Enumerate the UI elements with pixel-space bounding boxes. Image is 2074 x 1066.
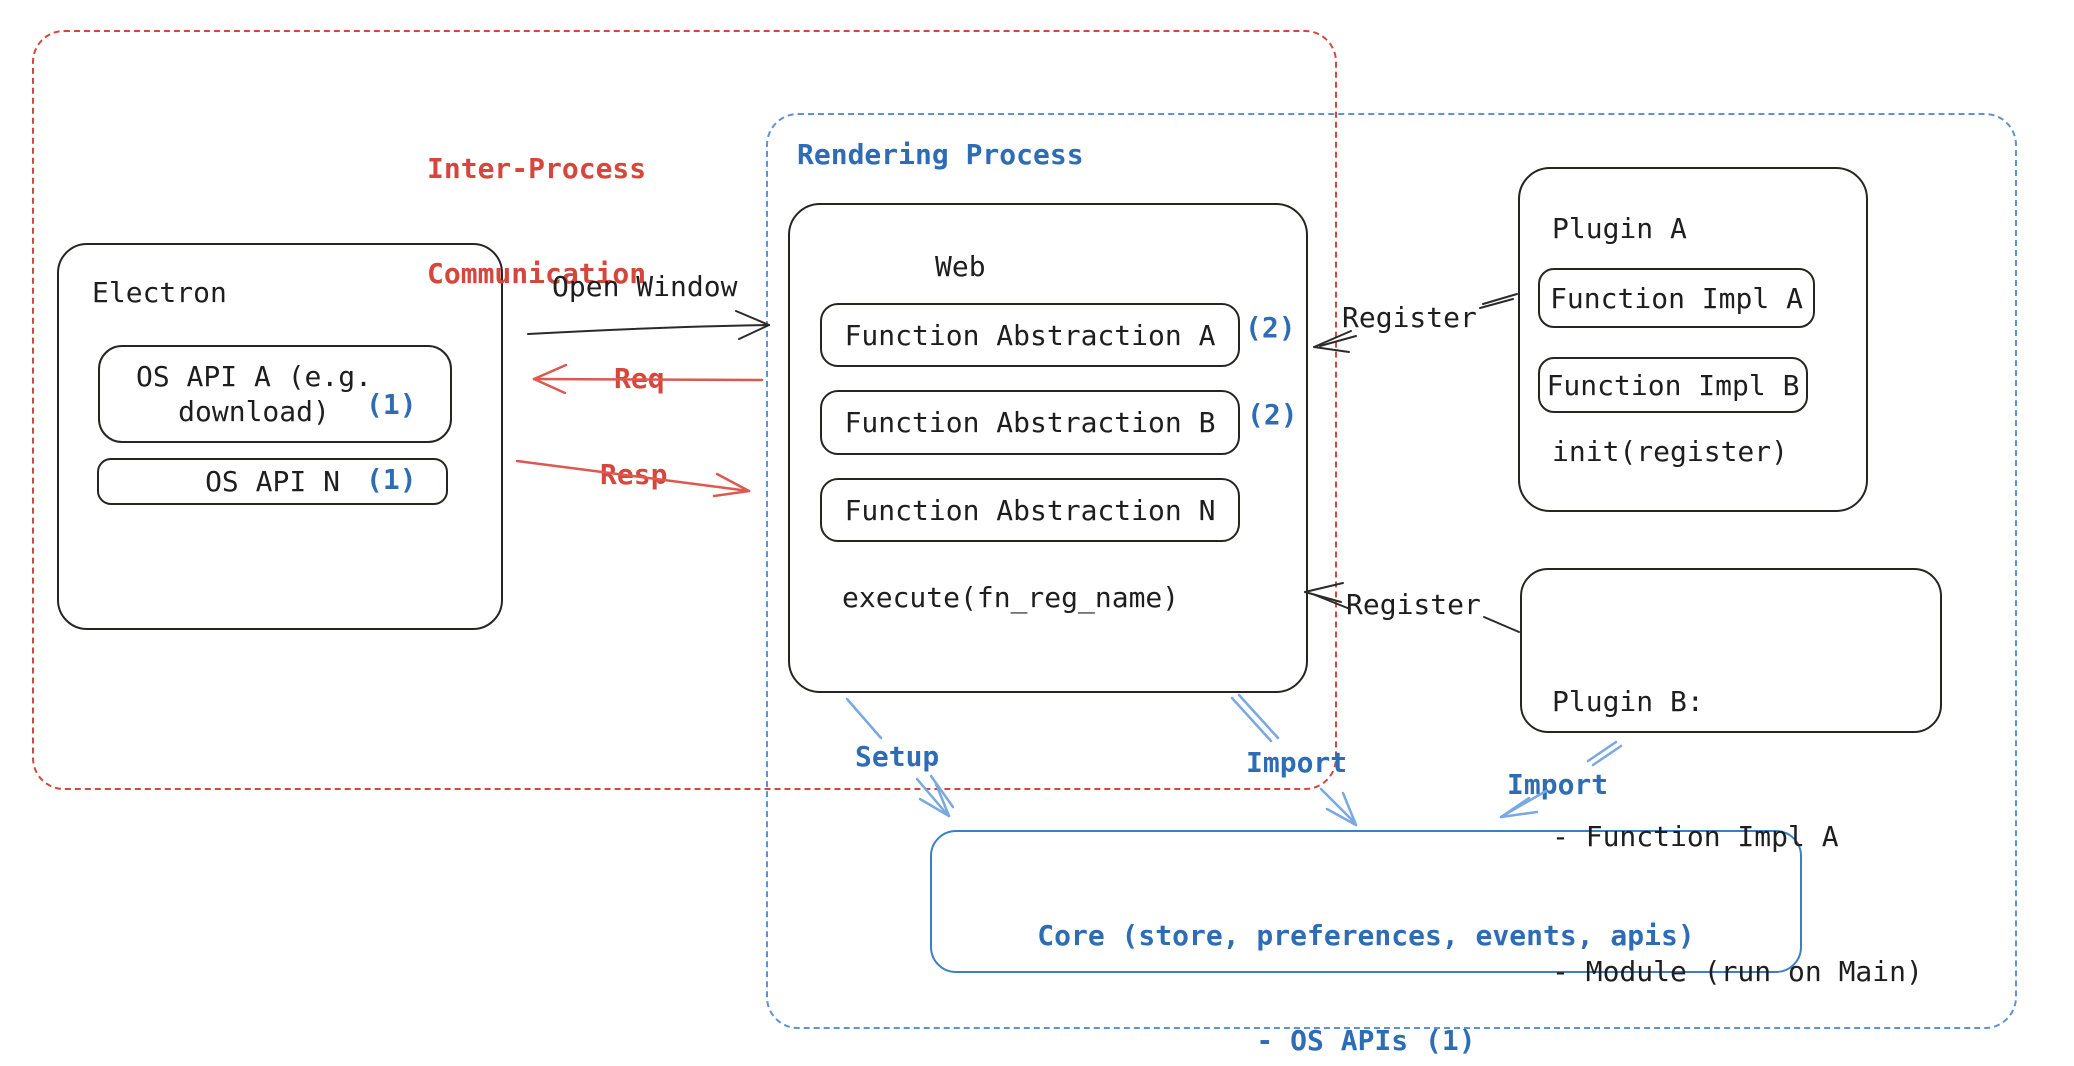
function-abstraction-n-box: Function Abstraction N <box>820 478 1240 542</box>
plugin-b-title: Plugin B: <box>1552 685 1704 718</box>
core-text: Core (store, preferences, events, apis) … <box>930 848 1802 1066</box>
plugin-a-box <box>1518 167 1868 512</box>
function-impl-b-label: Function Impl B <box>1546 368 1800 402</box>
ipc-region-label: Inter-Process Communication <box>427 81 646 361</box>
register-top-label: Register <box>1342 301 1477 334</box>
init-register-label: init(register) <box>1552 435 1789 468</box>
function-abstraction-b-label: Function Abstraction B <box>844 406 1216 439</box>
import-plugin-label: Import <box>1507 768 1609 801</box>
function-abstraction-a-label: Function Abstraction A <box>844 318 1216 352</box>
os-api-a-badge: (1) <box>366 388 417 421</box>
function-abstraction-a-box: Function Abstraction A <box>820 303 1240 367</box>
electron-title: Electron <box>92 276 227 309</box>
open-window-label: Open Window <box>552 270 738 303</box>
import-web-label: Import <box>1246 746 1348 779</box>
plugin-b-item2: - Module (run on Main) <box>1552 955 1923 988</box>
rendering-region-label: Rendering Process <box>797 138 1084 171</box>
os-api-a-line1: OS API A (e.g. <box>135 360 372 393</box>
function-impl-a-label: Function Impl A <box>1550 281 1803 315</box>
function-impl-b-box: Function Impl B <box>1538 357 1808 413</box>
function-abstraction-n-label: Function Abstraction N <box>844 493 1216 527</box>
ipc-region-border <box>32 30 1337 790</box>
resp-label: Resp <box>592 457 676 492</box>
function-abstraction-b-box: Function Abstraction B <box>820 390 1240 455</box>
function-impl-a-box: Function Impl A <box>1538 268 1815 328</box>
execute-label: execute(fn_reg_name) <box>842 581 1180 614</box>
req-label: Req <box>606 361 673 396</box>
setup-label: Setup <box>855 740 940 773</box>
os-api-n-label: OS API N <box>205 465 340 498</box>
plugin-a-title: Plugin A <box>1552 212 1687 245</box>
function-abstraction-b-badge: (2) <box>1247 398 1298 431</box>
core-box <box>930 830 1802 973</box>
plugin-b-item1: - Function Impl A <box>1552 820 1839 853</box>
os-api-a-box: OS API A (e.g. download) <box>98 345 452 443</box>
plugin-b-box <box>1520 568 1942 733</box>
ipc-region-label-line2: Communication <box>427 257 647 290</box>
register-bottom-label: Register <box>1346 588 1481 621</box>
os-api-n-box: OS API N <box>97 458 448 505</box>
core-line2: - OS APIs (1) <box>1256 1024 1476 1057</box>
os-api-a-line2: download) <box>178 395 330 428</box>
plugin-b-text: Plugin B: - Function Impl A - Module (ru… <box>1552 589 1923 1066</box>
web-title: Web <box>935 250 986 283</box>
ipc-region-label-line1: Inter-Process <box>427 152 647 185</box>
function-abstraction-a-badge: (2) <box>1245 311 1296 344</box>
rendering-region-border <box>766 113 2017 1029</box>
os-api-n-badge: (1) <box>366 463 417 496</box>
core-line1: Core (store, preferences, events, apis) <box>1037 919 1695 952</box>
